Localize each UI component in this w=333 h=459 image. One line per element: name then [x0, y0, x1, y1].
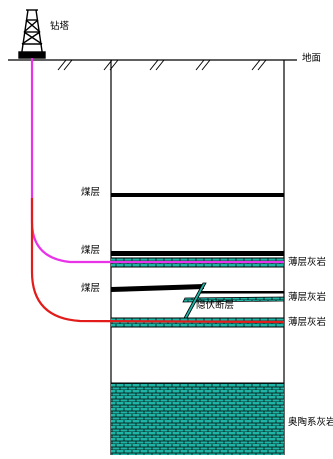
ground-hatching	[57, 59, 267, 71]
limestone-layer-2	[182, 291, 285, 303]
well-trajectory-lower	[30, 198, 285, 324]
limestone-3-label: 薄层灰岩	[288, 317, 327, 328]
coal-seam-1-label: 煤层	[81, 187, 101, 198]
limestone-1-label: 薄层灰岩	[288, 257, 327, 268]
ordovician-label: 奥陶系灰岩	[288, 417, 333, 428]
coal-seam-1	[111, 193, 284, 197]
ordovician-limestone	[111, 382, 284, 455]
coal-seam-2	[111, 251, 284, 256]
fault-label: 隐伏断层	[196, 300, 235, 311]
drill-rig-icon	[18, 9, 46, 59]
rig-label: 钻塔	[50, 21, 70, 32]
well-trajectory-upper	[30, 58, 284, 264]
limestone-2-label: 薄层灰岩	[288, 292, 327, 303]
coal-seam-3-label: 煤层	[81, 283, 101, 294]
coal-seam-2-label: 煤层	[81, 245, 101, 256]
coal-seam-3-left-block	[111, 284, 204, 292]
ground-label: 地面	[302, 53, 322, 64]
